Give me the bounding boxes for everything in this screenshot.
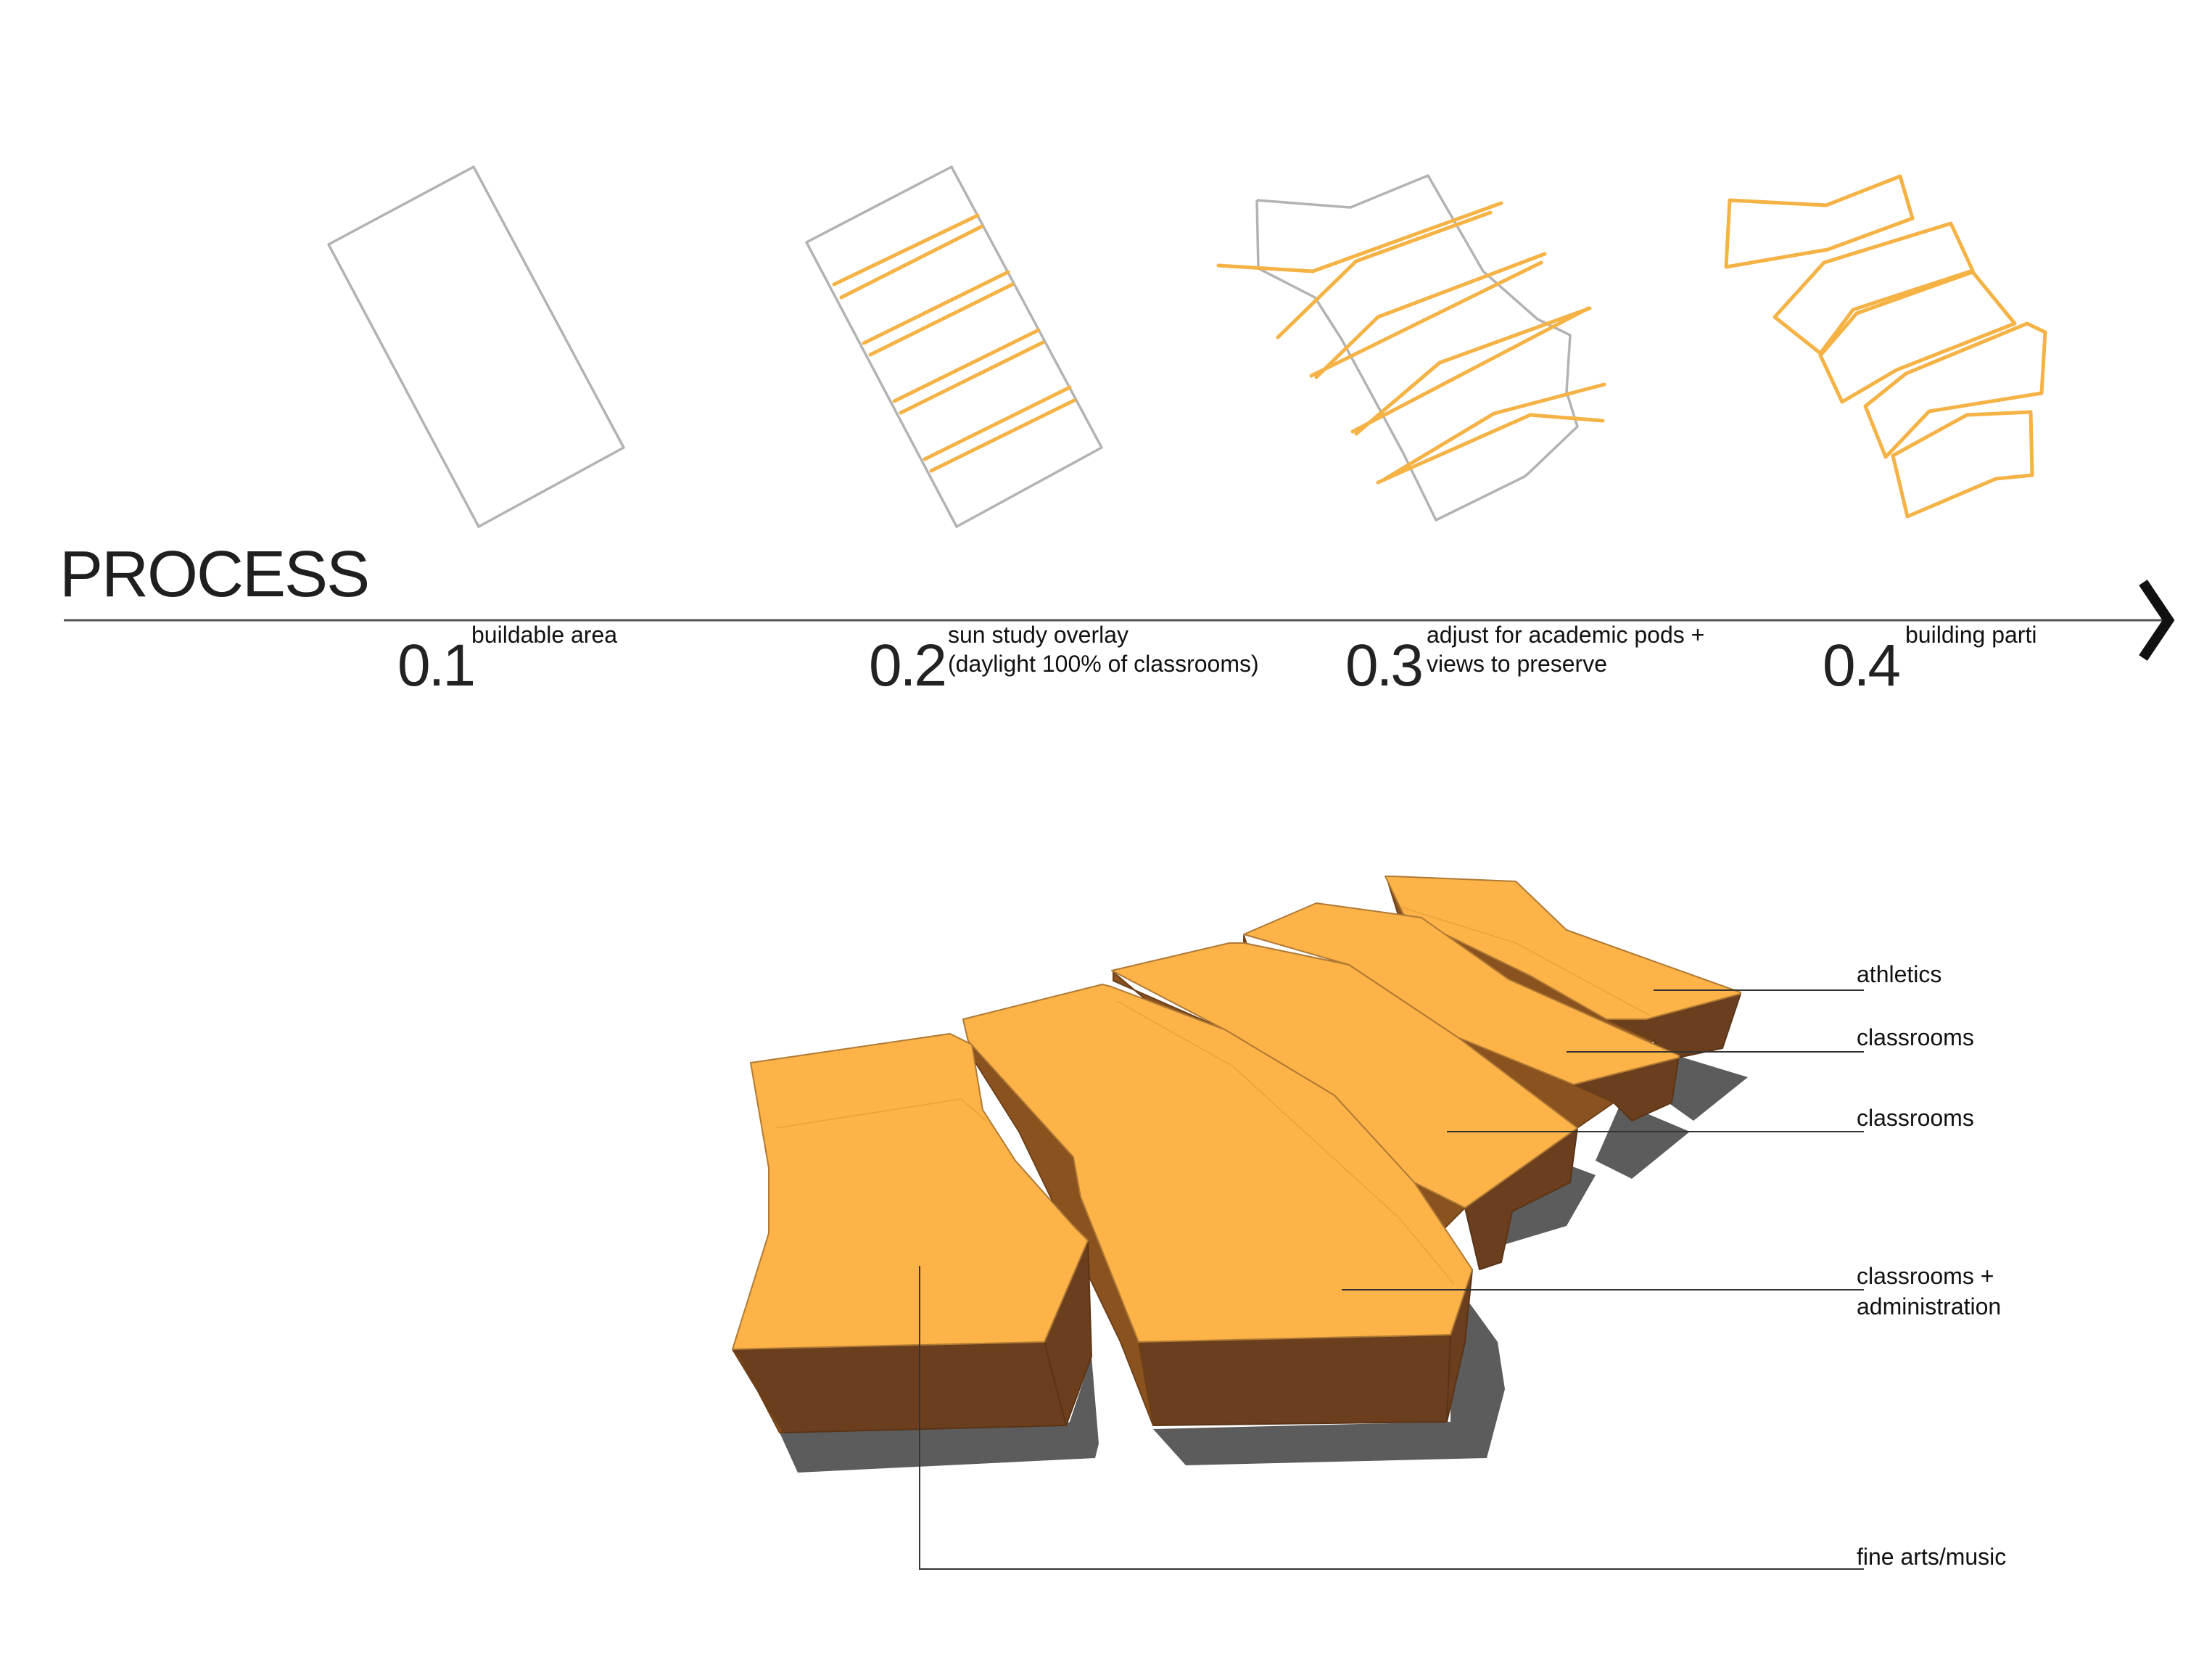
pod-line-13 [1376,413,1532,485]
label-classrooms-1: classrooms [1857,1024,1974,1050]
diagram-step-1-buildable-area [327,165,625,528]
sun-line-4 [868,282,1015,357]
sun-line-2 [839,224,984,300]
volume-fine-arts-top [732,1033,1089,1350]
shadow-athletics [1664,1052,1748,1121]
volume-fine-arts-edge [775,1098,987,1129]
step-caption-3-line-1: adjust for academic pods + [1427,622,1704,648]
pod-line-11 [1383,411,1496,481]
parti-pod-classrooms-admin [1863,321,2047,459]
volume-athletics-edge [1399,906,1651,1016]
volume-classrooms-admin [962,984,1473,1426]
label-classrooms-2: classrooms [1857,1105,1974,1131]
sun-line-1 [832,213,980,287]
parti-pod-fine-arts [1891,410,2034,519]
step-number-1: 0.1 [397,633,474,699]
parti-pod-classrooms-2 [1818,270,2017,404]
pod-line-2 [1311,201,1503,273]
diagram-step-4-building-parti [1724,174,2047,519]
pod-line-12 [1492,382,1606,416]
step-caption-3-line-2: views to preserve [1427,651,1607,677]
parti-pod-athletics [1724,174,1915,269]
pod-line-10 [1350,306,1590,434]
pod-line-3 [1276,259,1358,339]
pods-site-outline [1255,174,1579,522]
volume-classrooms-admin-edge [1116,1000,1455,1285]
label-athletics: athletics [1857,961,1941,987]
leader-lines [919,989,1864,1570]
sun-study-site-outline [805,165,1103,528]
pod-line-4 [1354,210,1493,263]
buildable-area-outline [327,165,625,528]
volume-fine-arts-front [732,1341,1067,1433]
diagram-step-3-academic-pods [1216,174,1606,522]
volume-classrooms-admin-front [1138,1334,1451,1426]
label-classrooms-admin-line-2: administration [1857,1293,2001,1320]
step-number-3: 0.3 [1345,633,1421,699]
step-caption-4-line-1: building parti [1905,622,2036,648]
diagram-step-2-sun-study [805,165,1103,528]
pod-line-7 [1309,260,1543,378]
shadow-classrooms-1 [1596,1103,1690,1179]
sun-line-5 [892,328,1041,403]
shadow-classrooms-admin [1153,1277,1505,1465]
volume-fine-arts-left-edge [732,1349,784,1433]
parti-pod-classrooms-1 [1773,221,1975,355]
sun-line-6 [899,340,1045,415]
leader-fine-arts [919,1266,1864,1570]
volume-classrooms-admin-top [962,984,1473,1343]
label-classrooms-admin-line-1: classrooms + [1857,1263,1994,1289]
process-title: PROCESS [59,538,368,611]
pod-line-14 [1528,413,1605,423]
volume-fine-arts [732,1033,1092,1433]
sun-line-8 [929,398,1076,473]
chevron-right-icon [2139,580,2175,661]
sun-line-3 [862,270,1010,345]
label-fine-arts: fine arts/music [1857,1544,2006,1570]
sun-line-7 [923,385,1072,461]
step-number-4: 0.4 [1823,633,1899,699]
step-caption-1-line-1: buildable area [471,622,617,648]
massing-model [732,876,1748,1473]
volume-athletics-top [1384,876,1741,1020]
step-number-2: 0.2 [869,633,945,699]
shadow-fine-arts [780,1357,1099,1473]
pod-line-9 [1437,306,1592,365]
step-caption-2-line-1: sun study overlay [948,622,1128,648]
pod-line-6 [1376,252,1547,319]
step-caption-2-line-2: (daylight 100% of classrooms) [948,651,1259,677]
pod-line-1 [1216,263,1315,273]
